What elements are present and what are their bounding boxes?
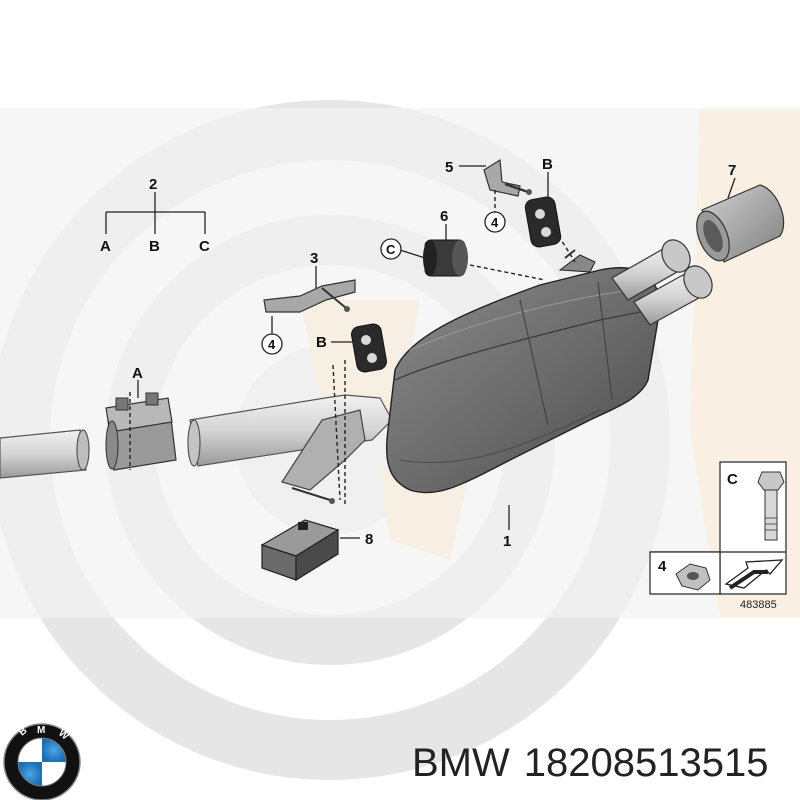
callout-5: 5 <box>445 159 453 176</box>
diagram-reference-number: 483885 <box>740 599 777 611</box>
caption-part-number: 18208513515 <box>523 741 769 785</box>
nut-icon <box>675 563 711 591</box>
callout-7: 7 <box>728 162 736 179</box>
center-pipe <box>187 394 393 467</box>
callout-c-circle: C <box>386 242 396 257</box>
rubber-mount-6 <box>423 239 468 277</box>
callout-c-top: C <box>199 238 210 255</box>
svg-text:M: M <box>37 725 45 736</box>
callout-4-lower: 4 <box>268 337 276 352</box>
callout-a-clamp: A <box>132 365 143 382</box>
callout-4-lower-ring <box>261 333 283 355</box>
tailpipe-tip-7 <box>696 184 785 263</box>
callout-b-upper: B <box>542 156 553 173</box>
clamp-a <box>105 392 177 471</box>
callout-6: 6 <box>440 208 448 225</box>
part-caption: BMW 18208513515 <box>412 738 792 788</box>
callout-b-lower: B <box>316 334 327 351</box>
legend-box: C 4 483885 <box>649 461 787 611</box>
bmw-logo: B M W <box>3 723 81 800</box>
callout-labels: 2 A B C 3 5 B 6 7 C 4 4 B A 8 1 <box>100 156 736 550</box>
twin-tailpipes <box>611 239 713 326</box>
callout-a-top: A <box>100 238 111 255</box>
caption-brand: BMW <box>412 741 510 785</box>
bolt-icon <box>757 471 785 541</box>
arrow-icon <box>724 559 784 590</box>
callout-c-circle-ring <box>380 238 402 260</box>
callout-4-upper: 4 <box>491 215 499 230</box>
bracket-5 <box>483 158 532 197</box>
callout-1: 1 <box>503 533 511 550</box>
pipe-bracket <box>281 409 366 504</box>
inlet-pipe <box>0 429 90 479</box>
callout-2: 2 <box>149 176 157 193</box>
rubber-hanger-b-upper <box>524 196 562 248</box>
assembly-lines <box>129 190 576 505</box>
bracket-3 <box>263 279 356 313</box>
callout-8: 8 <box>365 531 373 548</box>
rubber-block-8 <box>260 519 340 582</box>
callout-b-top: B <box>149 238 160 255</box>
leader-lines <box>105 165 736 539</box>
callout-4-upper-ring <box>484 211 506 233</box>
rubber-hanger-b-lower <box>351 323 387 373</box>
callout-3: 3 <box>310 250 318 267</box>
legend-label-4: 4 <box>658 558 667 575</box>
legend-label-c: C <box>727 471 738 488</box>
